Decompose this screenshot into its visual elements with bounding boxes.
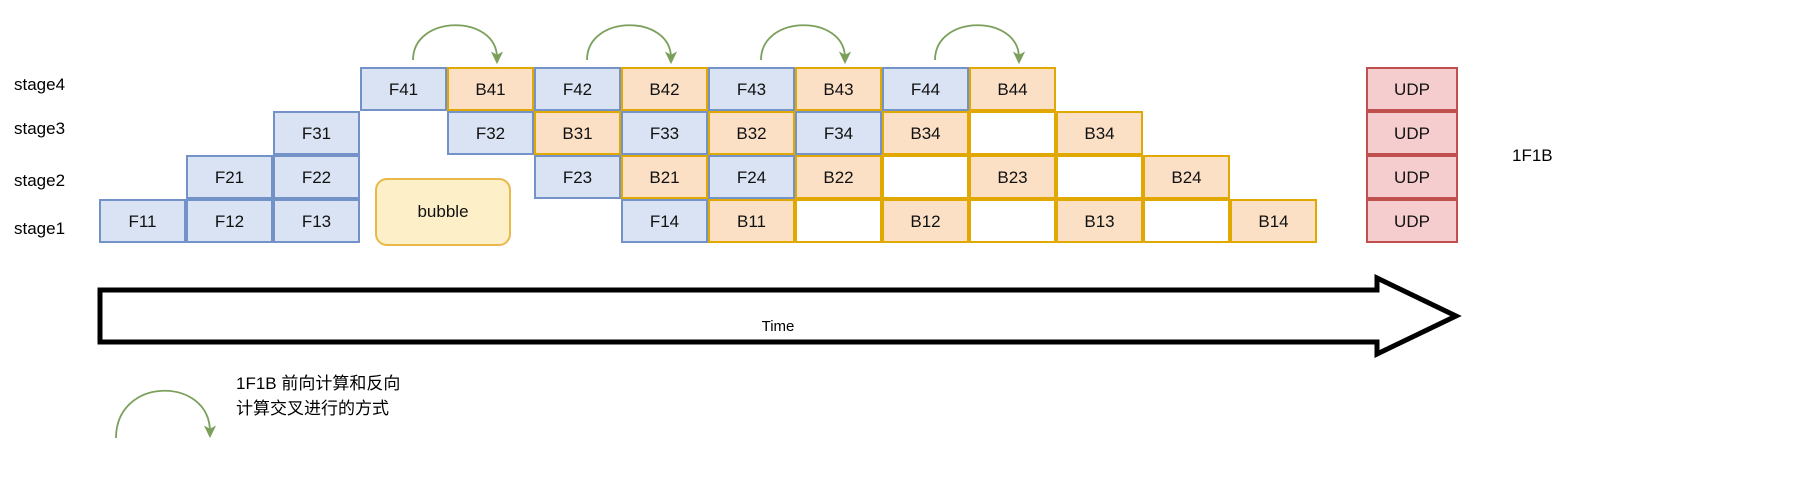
schedule-cell-b34: B34 — [882, 111, 969, 155]
schedule-cell-b23: B23 — [969, 155, 1056, 199]
arrow-f42-to-b42 — [586, 24, 678, 65]
schedule-cell-empty-stage1-12 — [1143, 199, 1230, 243]
schedule-cell-f43: F43 — [708, 67, 795, 111]
legend-description: 1F1B 前向计算和反向 计算交叉进行的方式 — [236, 374, 401, 418]
schedule-cell-f44: F44 — [882, 67, 969, 111]
schedule-cell-b13: B13 — [1056, 199, 1143, 243]
time-axis-arrow — [97, 274, 1462, 358]
stage-label-stage3: stage3 — [14, 119, 66, 138]
schedule-cell-f12: F12 — [186, 199, 273, 243]
schedule-cell-empty-stage2-11 — [1056, 155, 1143, 199]
udp-block: UDP — [1366, 67, 1458, 111]
schedule-cell-b21: B21 — [621, 155, 708, 199]
schedule-cell-f21: F21 — [186, 155, 273, 199]
schedule-cell-f23: F23 — [534, 155, 621, 199]
side-note-1f1b: 1F1B — [1512, 146, 1553, 165]
schedule-cell-f13: F13 — [273, 199, 360, 243]
schedule-cell-b34: B34 — [1056, 111, 1143, 155]
bubble-block: bubble — [375, 178, 511, 246]
udp-block: UDP — [1366, 155, 1458, 199]
schedule-cell-f22: F22 — [273, 155, 360, 199]
udp-block: UDP — [1366, 111, 1458, 155]
schedule-cell-f11: F11 — [99, 199, 186, 243]
udp-block: UDP — [1366, 199, 1458, 243]
schedule-cell-b24: B24 — [1143, 155, 1230, 199]
stage-label-stage4: stage4 — [14, 75, 66, 94]
stage-label-stage1: stage1 — [14, 219, 66, 238]
arrow-f43-to-b43 — [760, 24, 852, 65]
schedule-cell-b11: B11 — [708, 199, 795, 243]
schedule-cell-b12: B12 — [882, 199, 969, 243]
schedule-cell-empty-stage1-8 — [795, 199, 882, 243]
schedule-cell-b31: B31 — [534, 111, 621, 155]
schedule-cell-f24: F24 — [708, 155, 795, 199]
stage-label-stage2: stage2 — [14, 171, 66, 190]
schedule-cell-empty-stage2-9 — [882, 155, 969, 199]
schedule-cell-b44: B44 — [969, 67, 1056, 111]
schedule-cell-b32: B32 — [708, 111, 795, 155]
schedule-cell-b14: B14 — [1230, 199, 1317, 243]
schedule-cell-empty-stage3-10 — [969, 111, 1056, 155]
schedule-cell-f31: F31 — [273, 111, 360, 155]
schedule-cell-b41: B41 — [447, 67, 534, 111]
schedule-cell-f34: F34 — [795, 111, 882, 155]
schedule-cell-f32: F32 — [447, 111, 534, 155]
legend-arrow-icon — [115, 389, 217, 439]
arrow-f41-to-b41 — [412, 24, 504, 65]
schedule-cell-empty-stage1-10 — [969, 199, 1056, 243]
arrow-f44-to-b44 — [934, 24, 1026, 65]
schedule-cell-b43: B43 — [795, 67, 882, 111]
schedule-cell-f41: F41 — [360, 67, 447, 111]
schedule-cell-b22: B22 — [795, 155, 882, 199]
schedule-cell-f42: F42 — [534, 67, 621, 111]
schedule-cell-b42: B42 — [621, 67, 708, 111]
schedule-cell-f33: F33 — [621, 111, 708, 155]
time-axis-label: Time — [761, 318, 795, 335]
schedule-cell-f14: F14 — [621, 199, 708, 243]
